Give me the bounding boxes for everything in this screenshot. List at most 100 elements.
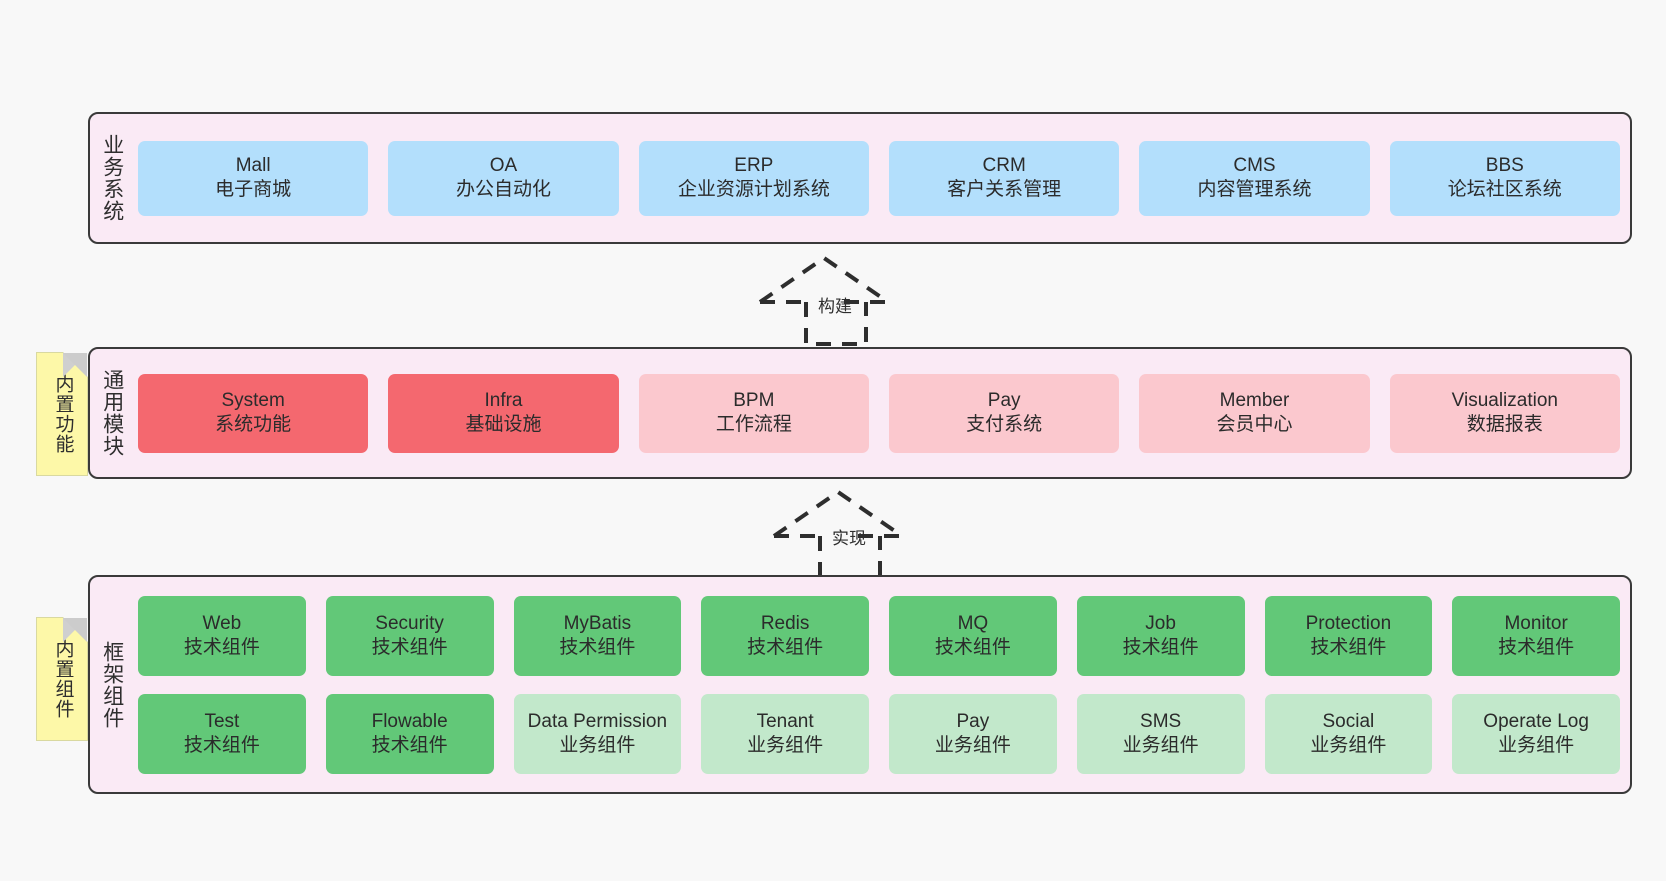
box-oa[interactable]: OA 办公自动化 xyxy=(388,140,619,216)
box-job-name: Job xyxy=(1145,612,1176,634)
box-member-desc: 会员中心 xyxy=(1216,414,1293,435)
box-infra-desc: 基础设施 xyxy=(465,414,542,435)
box-bbs-name: BBS xyxy=(1485,155,1524,177)
note-builtin-features-label: 内置功能 xyxy=(52,374,74,454)
box-redis-name: Redis xyxy=(760,612,810,634)
box-monitor[interactable]: Monitor 技术组件 xyxy=(1452,595,1620,676)
box-test[interactable]: Test 技术组件 xyxy=(138,693,306,774)
layer-framework-body: Web 技术组件 Security 技术组件 MyBatis 技术组件 Redi… xyxy=(134,577,1630,792)
box-infra-name: Infra xyxy=(484,390,523,412)
box-operate-log-desc: 业务组件 xyxy=(1498,734,1575,756)
box-mall-desc: 电子商城 xyxy=(215,179,292,200)
box-erp-desc: 企业资源计划系统 xyxy=(677,179,830,200)
box-job-desc: 技术组件 xyxy=(1122,636,1199,658)
box-data-permission[interactable]: Data Permission 业务组件 xyxy=(513,693,682,774)
box-monitor-desc: 技术组件 xyxy=(1498,636,1575,658)
box-cms[interactable]: CMS 内容管理系统 xyxy=(1139,140,1370,216)
box-operate-log[interactable]: Operate Log 业务组件 xyxy=(1452,693,1620,774)
box-infra[interactable]: Infra 基础设施 xyxy=(388,373,619,453)
box-flowable[interactable]: Flowable 技术组件 xyxy=(325,693,494,774)
layer-common-title: 通用模块 xyxy=(100,369,124,457)
box-redis[interactable]: Redis 技术组件 xyxy=(701,595,869,676)
box-security-name: Security xyxy=(375,612,444,634)
box-pay-module-name: Pay xyxy=(987,390,1021,412)
box-job[interactable]: Job 技术组件 xyxy=(1076,595,1245,676)
box-protection[interactable]: Protection 技术组件 xyxy=(1264,595,1433,676)
layer-common-modules: 通用模块 System 系统功能 Infra 基础设施 BPM 工作流程 Pay… xyxy=(88,347,1632,479)
box-tenant-name: Tenant xyxy=(756,710,814,732)
common-row: System 系统功能 Infra 基础设施 BPM 工作流程 Pay 支付系统… xyxy=(138,373,1620,453)
box-sms[interactable]: SMS 业务组件 xyxy=(1076,693,1245,774)
box-mq[interactable]: MQ 技术组件 xyxy=(889,595,1057,676)
box-security[interactable]: Security 技术组件 xyxy=(325,595,494,676)
box-bpm-desc: 工作流程 xyxy=(715,414,792,435)
box-cms-desc: 内容管理系统 xyxy=(1197,179,1312,200)
layer-business-title: 业务系统 xyxy=(100,134,124,222)
box-test-desc: 技术组件 xyxy=(183,734,260,756)
layer-business-body: Mall 电子商城 OA 办公自动化 ERP 企业资源计划系统 CRM 客户关系… xyxy=(134,114,1630,242)
box-erp-name: ERP xyxy=(734,155,774,177)
box-operate-log-name: Operate Log xyxy=(1483,710,1589,732)
box-tenant[interactable]: Tenant 业务组件 xyxy=(701,693,869,774)
box-erp[interactable]: ERP 企业资源计划系统 xyxy=(638,140,869,216)
framework-row-1: Web 技术组件 Security 技术组件 MyBatis 技术组件 Redi… xyxy=(138,595,1620,676)
box-web[interactable]: Web 技术组件 xyxy=(138,595,306,676)
box-oa-name: OA xyxy=(489,155,518,177)
note-fold-icon xyxy=(63,618,87,642)
note-builtin-components: 内置组件 xyxy=(36,617,88,741)
box-cms-name: CMS xyxy=(1233,155,1276,177)
box-member[interactable]: Member 会员中心 xyxy=(1139,373,1370,453)
connector-implement-label: 实现 xyxy=(832,529,866,548)
box-bbs-desc: 论坛社区系统 xyxy=(1447,179,1562,200)
box-mall[interactable]: Mall 电子商城 xyxy=(138,140,369,216)
box-pay-component-desc: 业务组件 xyxy=(934,734,1011,756)
box-mybatis-name: MyBatis xyxy=(563,612,632,634)
layer-framework-title: 框架组件 xyxy=(100,640,124,729)
box-redis-desc: 技术组件 xyxy=(747,636,824,658)
box-social-desc: 业务组件 xyxy=(1310,734,1387,756)
box-flowable-name: Flowable xyxy=(371,710,448,732)
box-system[interactable]: System 系统功能 xyxy=(138,373,369,453)
box-mq-name: MQ xyxy=(957,612,989,634)
box-security-desc: 技术组件 xyxy=(371,636,448,658)
box-crm-name: CRM xyxy=(982,155,1026,177)
box-mall-name: Mall xyxy=(235,155,271,177)
box-pay-component[interactable]: Pay 业务组件 xyxy=(889,693,1057,774)
box-protection-desc: 技术组件 xyxy=(1310,636,1387,658)
box-visualization-desc: 数据报表 xyxy=(1466,414,1543,435)
box-data-permission-name: Data Permission xyxy=(527,710,668,732)
box-member-name: Member xyxy=(1219,390,1290,412)
box-data-permission-desc: 业务组件 xyxy=(559,734,636,756)
box-system-desc: 系统功能 xyxy=(215,414,292,435)
box-bbs[interactable]: BBS 论坛社区系统 xyxy=(1389,140,1620,216)
note-builtin-components-label: 内置组件 xyxy=(52,639,74,719)
box-crm[interactable]: CRM 客户关系管理 xyxy=(888,140,1120,216)
box-visualization[interactable]: Visualization 数据报表 xyxy=(1389,373,1620,453)
box-monitor-name: Monitor xyxy=(1504,612,1568,634)
box-social[interactable]: Social 业务组件 xyxy=(1264,693,1433,774)
box-pay-module[interactable]: Pay 支付系统 xyxy=(888,373,1120,453)
box-web-desc: 技术组件 xyxy=(183,636,260,658)
box-sms-name: SMS xyxy=(1140,710,1182,732)
box-visualization-name: Visualization xyxy=(1451,390,1558,412)
framework-row-2: Test 技术组件 Flowable 技术组件 Data Permission … xyxy=(138,693,1620,774)
box-social-name: Social xyxy=(1322,710,1375,732)
box-bpm-name: BPM xyxy=(733,390,775,412)
connector-implement-arrow xyxy=(772,489,904,580)
connector-build-arrow xyxy=(758,255,890,346)
business-row: Mall 电子商城 OA 办公自动化 ERP 企业资源计划系统 CRM 客户关系… xyxy=(138,140,1620,216)
box-sms-desc: 业务组件 xyxy=(1122,734,1199,756)
layer-framework-components: 框架组件 Web 技术组件 Security 技术组件 MyBatis 技术组件… xyxy=(88,575,1632,794)
box-mybatis[interactable]: MyBatis 技术组件 xyxy=(513,595,682,676)
layer-common-body: System 系统功能 Infra 基础设施 BPM 工作流程 Pay 支付系统… xyxy=(134,349,1630,477)
box-bpm[interactable]: BPM 工作流程 xyxy=(638,373,869,453)
box-protection-name: Protection xyxy=(1305,612,1392,634)
note-builtin-features: 内置功能 xyxy=(36,352,88,476)
note-fold-icon xyxy=(63,353,87,377)
box-mq-desc: 技术组件 xyxy=(934,636,1011,658)
box-oa-desc: 办公自动化 xyxy=(455,179,551,200)
connector-build-label: 构建 xyxy=(818,297,852,316)
box-pay-component-name: Pay xyxy=(956,710,990,732)
box-mybatis-desc: 技术组件 xyxy=(559,636,636,658)
